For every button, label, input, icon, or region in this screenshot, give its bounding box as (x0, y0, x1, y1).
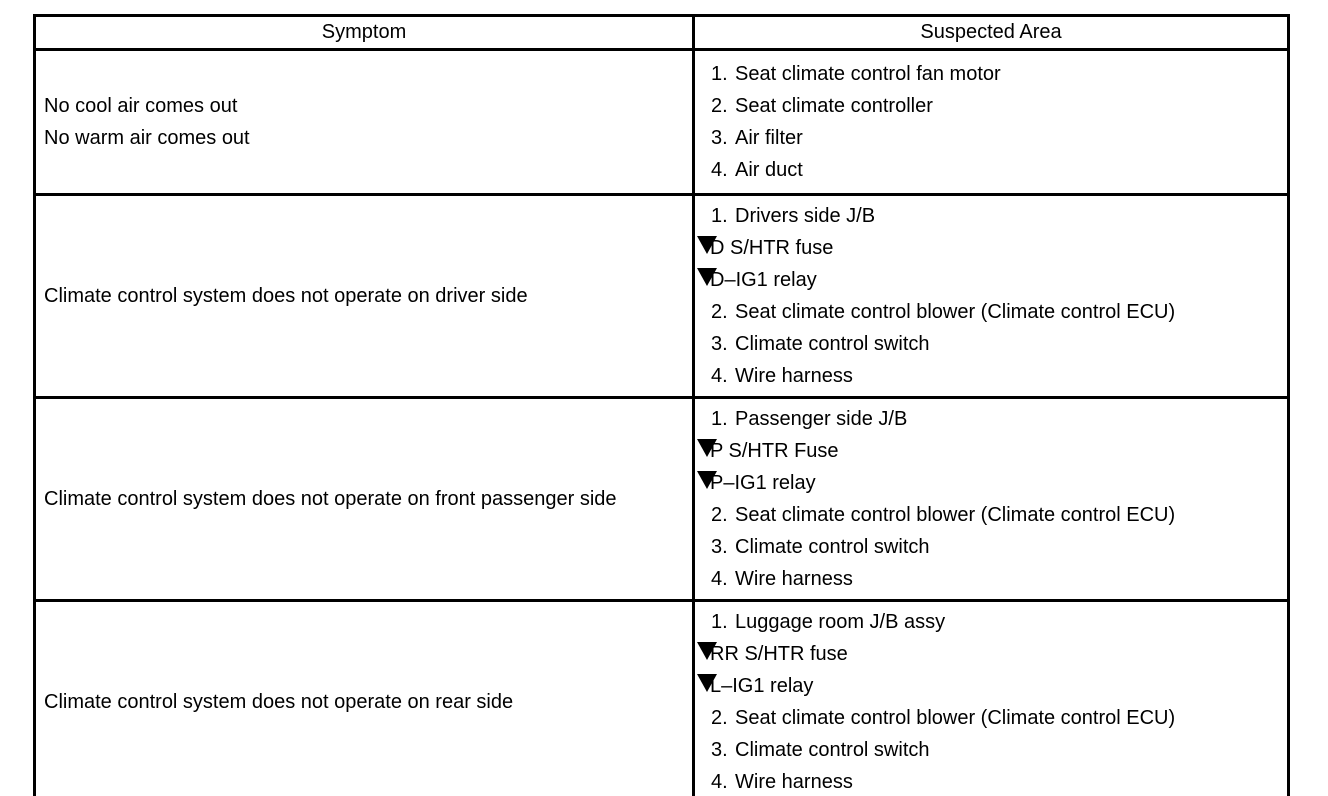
suspected-area-item: 2. Seat climate control blower (Climate c… (695, 296, 1283, 328)
item-number: 4. (711, 159, 728, 181)
item-number: 4. (711, 771, 728, 793)
item-number: 1. (711, 63, 728, 85)
item-number: 2. (711, 301, 728, 323)
table-row: No cool air comes out No warm air comes … (33, 48, 1290, 196)
item-text: Luggage room J/B assy (735, 611, 946, 633)
item-number: 3. (711, 536, 728, 558)
item-number: 4. (711, 568, 728, 590)
symptom-text: No warm air comes out (44, 127, 250, 149)
item-text: Climate control switch (735, 536, 930, 558)
symptom-cell: Climate control system does not operate … (33, 396, 695, 602)
suspected-area-item: 3. Climate control switch (695, 734, 1283, 766)
triangle-marker-icon (697, 439, 717, 457)
suspected-area-item: 4. Wire harness (695, 766, 1283, 796)
item-text: Passenger side J/B (735, 408, 908, 430)
suspected-area-item: 1. Luggage room J/B assy (695, 606, 1283, 638)
suspected-area-cell: 1. Passenger side J/B P S/HTR Fuse P–IG1 … (692, 396, 1290, 602)
symptom-suspected-area-table: Symptom Suspected Area No cool air comes… (33, 14, 1290, 796)
triangle-marker-icon (697, 236, 717, 254)
suspected-area-cell: 1. Luggage room J/B assy RR S/HTR fuse L–… (692, 599, 1290, 796)
triangle-marker-icon (697, 674, 717, 692)
table-row: Climate control system does not operate … (33, 193, 1290, 399)
symptom-cell: Climate control system does not operate … (33, 599, 695, 796)
suspected-area-item: 4. Air duct (695, 154, 1283, 186)
item-text: Seat climate controller (735, 95, 933, 117)
suspected-area-item: 1. Seat climate control fan motor (695, 58, 1283, 90)
table-header-row: Symptom Suspected Area (33, 14, 1290, 51)
item-text: RR S/HTR fuse (710, 643, 848, 665)
symptom-text: No cool air comes out (44, 95, 238, 117)
item-text: Seat climate control blower (Climate con… (735, 504, 1176, 526)
item-number: 2. (711, 95, 728, 117)
suspected-area-cell: 1. Drivers side J/B D S/HTR fuse D–IG1 re… (692, 193, 1290, 399)
item-text: Seat climate control fan motor (735, 63, 1001, 85)
suspected-area-item: P–IG1 relay (695, 467, 1283, 499)
item-number: 3. (711, 739, 728, 761)
item-text: D–IG1 relay (710, 269, 817, 291)
item-text: Seat climate control blower (Climate con… (735, 301, 1176, 323)
suspected-area-item: P S/HTR Fuse (695, 435, 1283, 467)
item-text: Drivers side J/B (735, 205, 876, 227)
suspected-area-cell: 1. Seat climate control fan motor 2. Seat … (692, 48, 1290, 196)
item-text: Wire harness (735, 771, 853, 793)
suspected-area-item: 2. Seat climate control blower (Climate c… (695, 702, 1283, 734)
item-number: 3. (711, 127, 728, 149)
item-text: L–IG1 relay (710, 675, 814, 697)
item-number: 1. (711, 408, 728, 430)
item-number: 2. (711, 707, 728, 729)
item-text: Climate control switch (735, 739, 930, 761)
item-text: P–IG1 relay (710, 472, 816, 494)
item-number: 1. (711, 205, 728, 227)
suspected-area-column-header: Suspected Area (692, 14, 1290, 51)
suspected-area-item: 3. Climate control switch (695, 328, 1283, 360)
suspected-area-item: 4. Wire harness (695, 563, 1283, 595)
suspected-area-item: 3. Climate control switch (695, 531, 1283, 563)
item-number: 3. (711, 333, 728, 355)
item-text: Air duct (735, 159, 803, 181)
item-text: Wire harness (735, 568, 853, 590)
symptom-text: Climate control system does not operate … (44, 285, 528, 307)
suspected-area-item: 1. Passenger side J/B (695, 403, 1283, 435)
item-text: Wire harness (735, 365, 853, 387)
table-row: Climate control system does not operate … (33, 396, 1290, 602)
suspected-area-item: D–IG1 relay (695, 264, 1283, 296)
triangle-marker-icon (697, 642, 717, 660)
triangle-marker-icon (697, 471, 717, 489)
item-text: Air filter (735, 127, 803, 149)
suspected-area-item: D S/HTR fuse (695, 232, 1283, 264)
suspected-area-item: 2. Seat climate control blower (Climate c… (695, 499, 1283, 531)
symptom-cell: No cool air comes out No warm air comes … (33, 48, 695, 196)
symptom-column-header: Symptom (33, 14, 695, 51)
suspected-area-item: 1. Drivers side J/B (695, 200, 1283, 232)
triangle-marker-icon (697, 268, 717, 286)
item-number: 4. (711, 365, 728, 387)
item-text: Seat climate control blower (Climate con… (735, 707, 1176, 729)
suspected-area-item: 4. Wire harness (695, 360, 1283, 392)
item-text: Climate control switch (735, 333, 930, 355)
suspected-area-item: L–IG1 relay (695, 670, 1283, 702)
item-number: 1. (711, 611, 728, 633)
suspected-area-item: 3. Air filter (695, 122, 1283, 154)
symptom-text: Climate control system does not operate … (44, 691, 514, 713)
item-text: D S/HTR fuse (710, 237, 834, 259)
table-row: Climate control system does not operate … (33, 599, 1290, 796)
item-number: 2. (711, 504, 728, 526)
symptom-cell: Climate control system does not operate … (33, 193, 695, 399)
item-text: P S/HTR Fuse (710, 440, 839, 462)
suspected-area-item: 2. Seat climate controller (695, 90, 1283, 122)
symptom-text: Climate control system does not operate … (44, 488, 617, 510)
suspected-area-item: RR S/HTR fuse (695, 638, 1283, 670)
